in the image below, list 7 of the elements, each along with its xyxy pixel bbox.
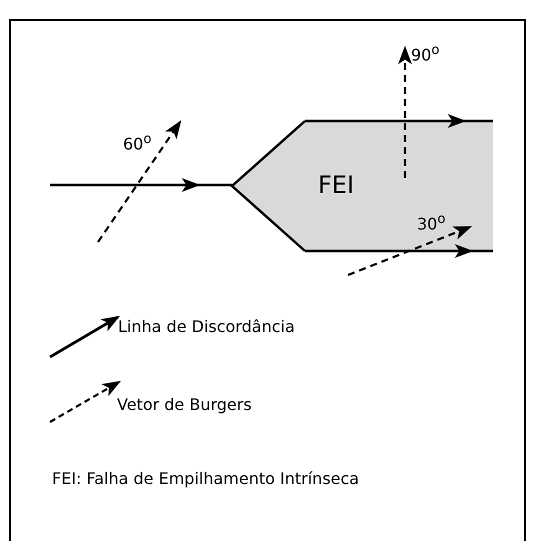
region-label: FEI bbox=[318, 172, 354, 198]
angle-label: 60$^{o}$ bbox=[123, 133, 152, 153]
legend-label: Vetor de Burgers bbox=[117, 396, 252, 414]
angle-label: 30$^{o}$ bbox=[417, 213, 446, 233]
abbreviation-note: FEI: Falha de Empilhamento Intrínseca bbox=[52, 470, 360, 488]
angle-label: 90$^{o}$ bbox=[411, 44, 440, 64]
legend-label: Linha de Discordância bbox=[118, 318, 295, 336]
